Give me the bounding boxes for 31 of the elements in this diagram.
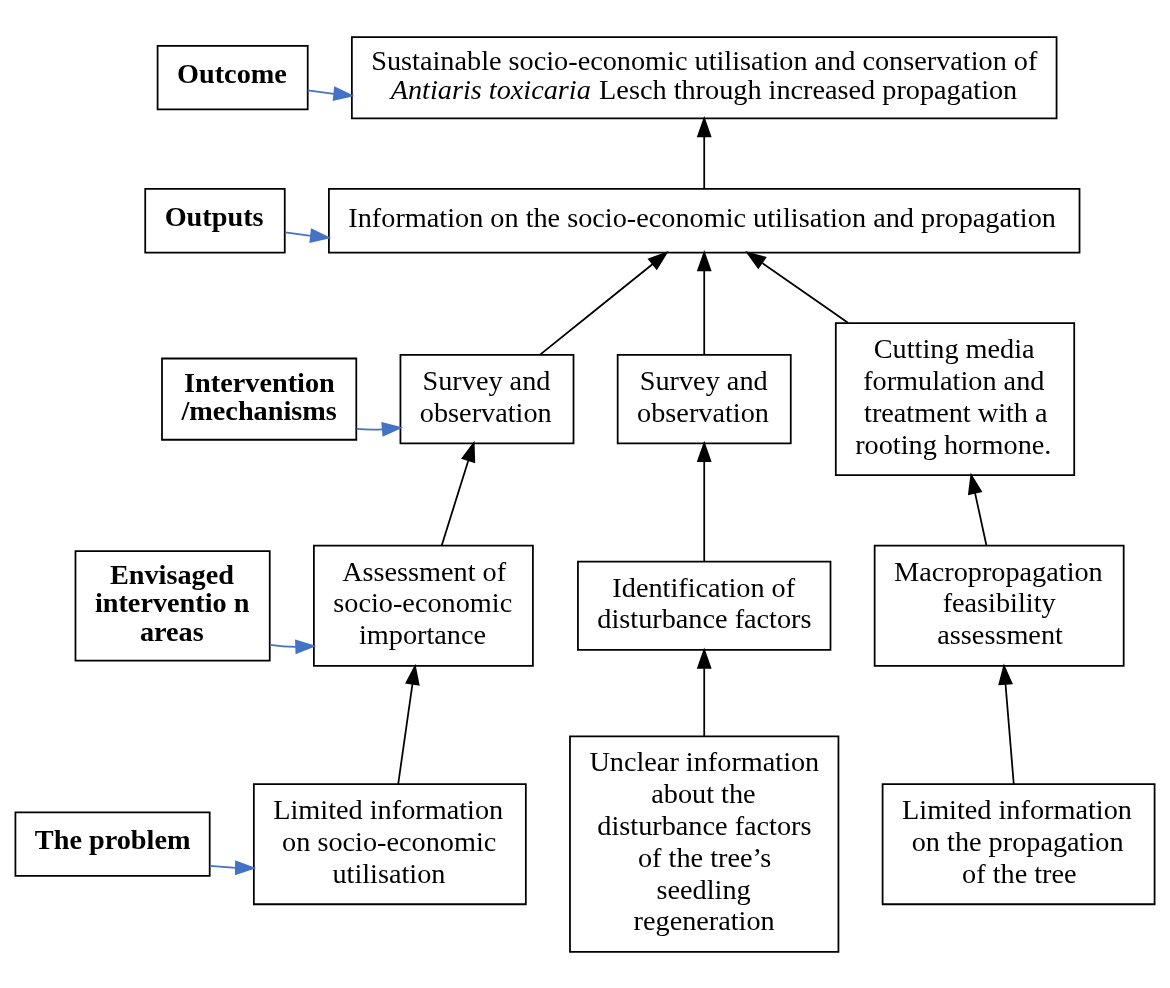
- arrow: [440, 440, 476, 546]
- arrow: [696, 249, 712, 355]
- node-box: Limited information on socio-economic utilisation: [252, 782, 527, 905]
- arrow: [696, 440, 712, 562]
- node-box: Identification of disturbance factors: [577, 560, 832, 651]
- node-box: Intervention /mechanisms: [161, 357, 358, 441]
- node-box: Survey and observation: [399, 353, 575, 444]
- arrow: [696, 115, 712, 190]
- node-box: Macropropagation feasibility assessment: [873, 544, 1125, 667]
- node-box: Survey and observation: [616, 353, 792, 444]
- node-box: The problem: [14, 811, 211, 877]
- arrow: [967, 472, 988, 546]
- node-box: Information on the socio-economic utilisation and propagation: [328, 187, 1081, 253]
- arrow: [269, 638, 317, 654]
- node-box: Outputs: [144, 187, 286, 253]
- arrow: [306, 85, 355, 101]
- arrow: [209, 859, 257, 875]
- node-box: Cutting media formulation and treatment with a rooting hormone.: [834, 321, 1076, 476]
- arrow: [745, 250, 849, 324]
- arrow: [284, 227, 332, 243]
- arrow: [696, 647, 712, 737]
- node-box: Sustainable socio-economic utilisation and conservation of Antiaris toxicaria Lesch through increased propagation: [351, 35, 1058, 119]
- arrow: [397, 663, 420, 785]
- node-box: Unclear information about the disturbance factors of the tree’s seedling regeneration: [569, 735, 840, 953]
- arrow: [539, 250, 669, 355]
- node-box: Outcome: [156, 44, 309, 110]
- node-box: Envisaged interventio n areas: [74, 549, 271, 661]
- arrow: [355, 421, 404, 437]
- node-box: Limited information on the propagation of the tree: [881, 782, 1156, 905]
- arrow: [998, 663, 1015, 785]
- node-box: Assessment of socio-economic importance: [313, 544, 534, 667]
